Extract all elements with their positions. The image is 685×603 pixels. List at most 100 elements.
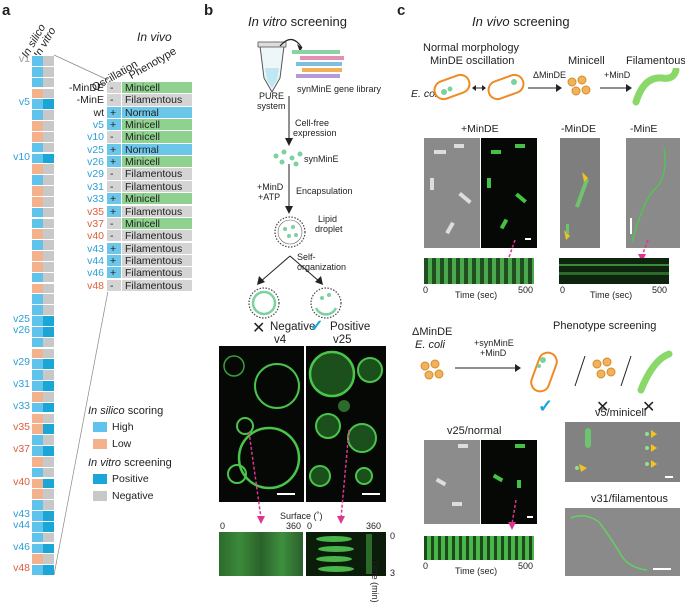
minde-osc-label: MinDE oscillation — [430, 55, 515, 67]
table-oscillation-cell: + — [107, 242, 121, 255]
table-oscillation-cell: - — [107, 279, 121, 292]
positive-variant: v25 — [333, 334, 352, 346]
surface-tick-0-b: 0 — [307, 521, 313, 531]
vitro-cell — [43, 445, 54, 456]
legend-positive-swatch — [93, 474, 107, 484]
table-phenotype-cell: Filamentous — [122, 180, 192, 193]
mind-label: +MinD — [257, 182, 284, 192]
vitro-cell — [43, 531, 54, 543]
silico-cell — [32, 347, 43, 359]
cell-free-label: Cell-free — [295, 118, 330, 128]
lipid-droplet-graphic — [274, 216, 306, 248]
legend-negative-label: Negative — [112, 490, 154, 502]
table-oscillation-cell: + — [107, 143, 121, 156]
table-oscillation-cell: - — [107, 180, 121, 193]
vitro-cell — [43, 304, 54, 315]
vitro-cell — [43, 260, 54, 272]
vitro-cell — [43, 466, 54, 478]
c-time-500-a: 500 — [518, 285, 534, 295]
time-tick-3: 3 — [390, 568, 396, 578]
table-phenotype-cell: Minicell — [122, 131, 192, 144]
legend-positive-label: Positive — [112, 473, 149, 485]
c-time-0-a: 0 — [423, 285, 429, 295]
vitro-cell — [43, 477, 54, 489]
vitro-cell — [43, 141, 54, 153]
table-phenotype-cell: Filamentous — [122, 205, 192, 218]
c-time-500-b: 500 — [652, 285, 668, 295]
legend-high-swatch — [93, 422, 107, 432]
v25-kymograph-c — [424, 536, 534, 560]
silico-cell — [32, 141, 43, 153]
vitro-cell — [43, 423, 54, 435]
vitro-cell — [43, 250, 54, 261]
droplet-label: droplet — [315, 224, 343, 234]
table-oscillation-cell: + — [107, 267, 121, 280]
v4-kymograph — [219, 532, 303, 576]
table-variant-name: v35 — [87, 205, 104, 218]
table-variant-name: v43 — [87, 242, 104, 255]
vitro-cell — [43, 564, 54, 575]
minde-kymograph — [424, 258, 534, 284]
variant-label: v35 — [13, 421, 30, 434]
v4-droplet-micrograph — [219, 346, 304, 502]
vitro-cell — [43, 325, 54, 337]
vitro-cell — [43, 152, 54, 164]
vitro-cell — [43, 553, 54, 565]
v25-kymograph — [306, 532, 386, 576]
system-label: system — [257, 101, 286, 111]
table-variant-name: v48 — [87, 279, 104, 292]
vitro-cell — [43, 271, 54, 283]
vitro-cell — [43, 130, 54, 142]
panel-c-title: In vivo screening — [472, 14, 570, 29]
table-variant-name: -MinDE — [68, 82, 104, 94]
table-variant-name: v33 — [87, 193, 104, 206]
v25-fluorescence — [481, 440, 537, 524]
variant-label: v29 — [13, 356, 30, 369]
table-phenotype-cell: Filamentous — [122, 267, 192, 280]
silico-cell — [32, 65, 43, 77]
vitro-cell — [43, 282, 54, 294]
silico-cell — [32, 412, 43, 424]
silico-cell — [32, 564, 43, 575]
droplet-kymo-arrows — [248, 429, 350, 524]
table-oscillation-cell: - — [107, 82, 121, 95]
silico-cell — [32, 250, 43, 261]
silico-cell — [32, 76, 43, 88]
table-phenotype-cell: Filamentous — [122, 242, 192, 255]
vitro-cell — [43, 380, 54, 391]
vitro-cell — [43, 412, 54, 424]
ecoli-label: E. coli — [411, 88, 440, 100]
silico-cell — [32, 120, 43, 131]
v25-droplet-micrograph — [306, 346, 386, 502]
surface-tick-360-a: 360 — [286, 521, 302, 531]
silico-cell — [32, 477, 43, 489]
silico-cell — [32, 282, 43, 294]
table-variant-name: v44 — [87, 254, 104, 267]
dminde-label-2: ΔMinDE — [412, 326, 453, 338]
table-phenotype-cell: Minicell — [122, 82, 192, 95]
table-variant-name: v46 — [87, 267, 104, 280]
zoom-lines — [53, 54, 109, 576]
table-variant-name: v29 — [87, 168, 104, 181]
screening-schematic — [420, 350, 673, 394]
legend-vitro-title: In vitro screening — [88, 457, 172, 469]
time-min-label: Time (min) — [370, 560, 380, 603]
minde-fluorescence — [481, 138, 537, 248]
silico-cell — [32, 445, 43, 456]
silico-cell — [32, 109, 43, 120]
c-time-label-b: Time (sec) — [590, 290, 633, 300]
silico-cell — [32, 293, 43, 305]
plus-mind-label: +MinD — [604, 70, 631, 80]
variant-label: v46 — [13, 540, 30, 553]
vitro-cell — [43, 228, 54, 240]
silico-cell — [32, 55, 43, 66]
v5-minicell-label: v5/minicell — [595, 407, 647, 419]
table-phenotype-cell: Normal — [122, 106, 192, 119]
filamentous-label: Filamentous — [626, 55, 685, 67]
variant-label: v40 — [13, 475, 30, 488]
silico-cell — [32, 542, 43, 554]
table-variant-name: -MinE — [76, 94, 104, 107]
c-time-0-b: 0 — [560, 285, 566, 295]
minicell-label: Minicell — [568, 55, 605, 67]
